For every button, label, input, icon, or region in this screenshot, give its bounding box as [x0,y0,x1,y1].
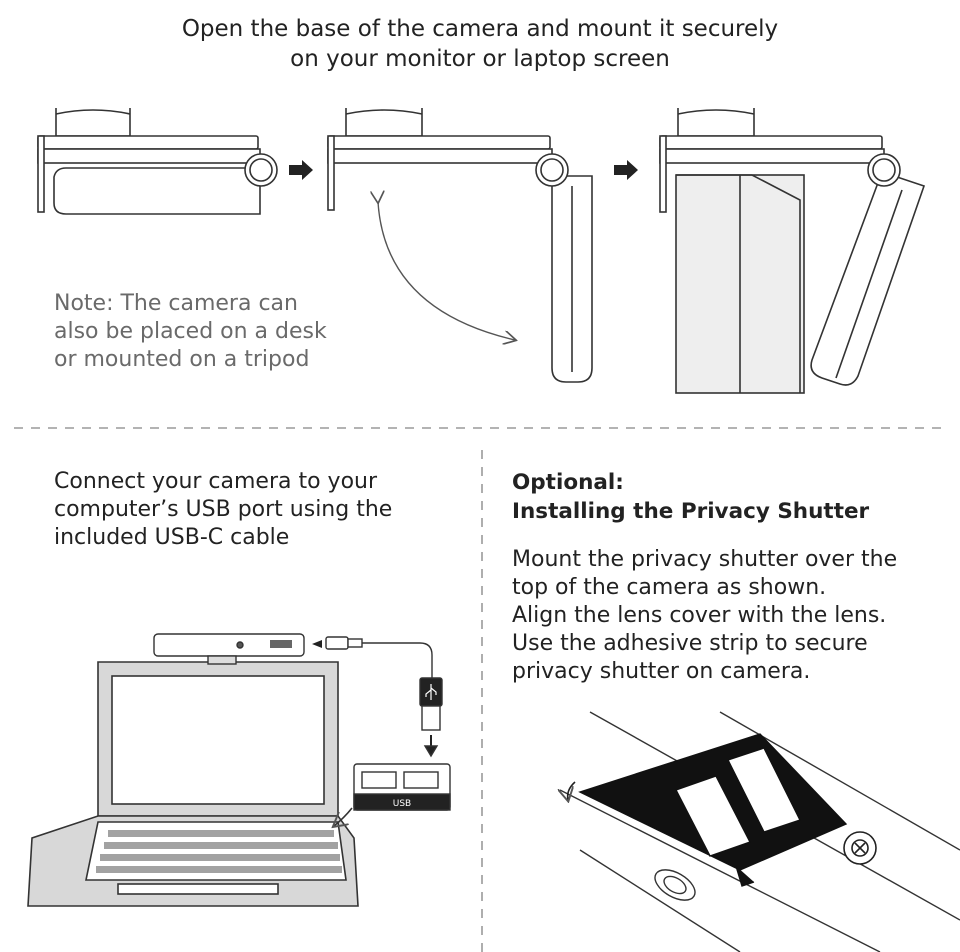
usb-connect-line: computer’s USB port using the [54,497,393,522]
webcam-on-laptop [153,633,305,665]
privacy-shutter-instruction: Mount the privacy shutter over the top o… [512,546,897,686]
usb-connect-line: included USB-C cable [54,525,290,550]
usb-icon [425,684,437,700]
privacy-shutter-heading-line: Optional: [512,470,624,495]
privacy-shutter-line: privacy shutter on camera. [512,659,811,684]
rotate-arrow-icon [568,781,576,800]
privacy-shutter-line: Mount the privacy shutter over the [512,547,898,572]
mounting-note: Note: The camera can also be placed on a… [54,290,327,374]
usb-connect-line: Connect your camera to your [54,469,378,494]
camera-closed-diagram [37,108,278,215]
step1-instruction-line: Open the base of the camera and mount it… [181,16,779,42]
mounting-note-line: or mounted on a tripod [54,347,310,372]
step1-instruction: Open the base of the camera and mount it… [0,14,960,74]
no-entry-icon [843,831,877,865]
camera-opening-diagram [327,108,593,383]
rotate-arrow-icon [334,807,353,826]
usb-connect-instruction: Connect your camera to your computer’s U… [54,468,392,552]
mounting-note-line: also be placed on a desk [54,319,327,344]
arrow-right-icon [289,160,313,180]
camera-mounted-diagram [659,108,926,394]
usb-ports-diagram [353,763,451,811]
privacy-shutter-line: top of the camera as shown. [512,575,827,600]
arrow-left-icon [312,640,322,648]
arrow-right-icon [614,160,638,180]
privacy-shutter-heading-line: Installing the Privacy Shutter [512,499,870,524]
laptop-diagram [27,661,359,907]
curved-arrow-icon [378,202,515,340]
privacy-shutter-line: Use the adhesive strip to secure [512,631,868,656]
mounting-note-line: Note: The camera can [54,291,298,316]
privacy-shutter-diagram [559,711,960,952]
step1-instruction-line: on your monitor or laptop screen [290,46,670,72]
privacy-shutter-heading: Optional: Installing the Privacy Shutter [512,468,869,526]
usb-port-label: USB [393,799,411,809]
usb-cable-diagram [325,636,443,758]
privacy-shutter-line: Align the lens cover with the lens. [512,603,887,628]
